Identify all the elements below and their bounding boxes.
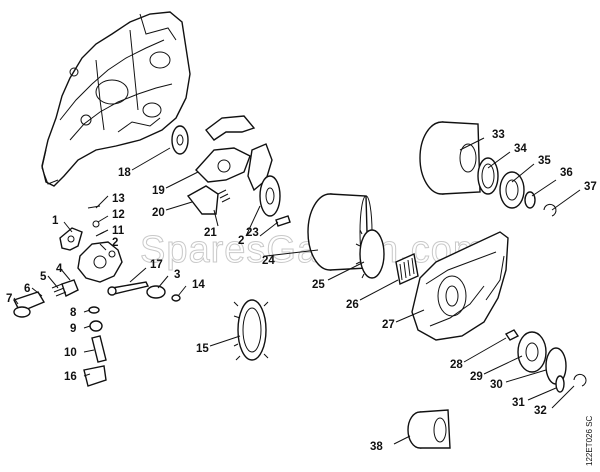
callout-23: 23 [246,227,259,239]
callout-30: 30 [490,379,503,391]
callout-34: 34 [514,143,527,155]
drawing-code: 122ET026 SC [585,416,594,466]
callout-31: 31 [512,397,525,409]
callout-10: 10 [64,347,77,359]
callout-37: 37 [584,181,597,193]
callout-3: 3 [174,269,180,281]
callout-36: 36 [560,167,573,179]
callout-28: 28 [450,359,463,371]
callout-18: 18 [118,167,131,179]
callout-6: 6 [24,283,30,295]
sprocket-15 [233,299,269,361]
callout-5: 5 [40,271,47,283]
callout-38: 38 [370,441,383,453]
callout-27: 27 [382,319,395,331]
crankcase-housing [41,11,191,187]
callout-24: 24 [262,255,275,267]
callout-12: 12 [112,209,125,221]
callout-7: 7 [6,293,12,305]
callout-1: 1 [52,215,59,227]
callout-19: 19 [152,185,165,197]
callout-26: 26 [346,299,359,311]
callout-21: 21 [204,227,217,239]
clutch-group [171,115,419,286]
chain-sprocket-group [419,121,557,217]
callout-13: 13 [112,193,125,205]
callout-2: 2 [112,237,118,249]
callout-32: 32 [534,405,547,417]
callout-15: 15 [196,343,209,355]
callout-14: 14 [192,279,205,291]
callout-2b: 2 [238,235,244,247]
callout-8: 8 [70,307,77,319]
chain-sprocket-cover [411,231,509,341]
callout-16: 16 [64,371,77,383]
callout-11: 11 [112,225,125,237]
lower-right-parts [407,329,587,449]
leader-lines [13,137,581,445]
callout-numbers: 1 2 3 4 5 6 7 8 9 10 11 12 13 14 15 16 1… [6,129,597,453]
callout-29: 29 [470,371,483,383]
callout-9: 9 [70,323,76,335]
callout-20: 20 [152,207,165,219]
callout-35: 35 [538,155,551,167]
callout-33: 33 [492,129,505,141]
callout-4: 4 [56,263,63,275]
callout-17: 17 [150,259,163,271]
callout-25: 25 [312,279,325,291]
oil-pump-group [13,205,181,387]
